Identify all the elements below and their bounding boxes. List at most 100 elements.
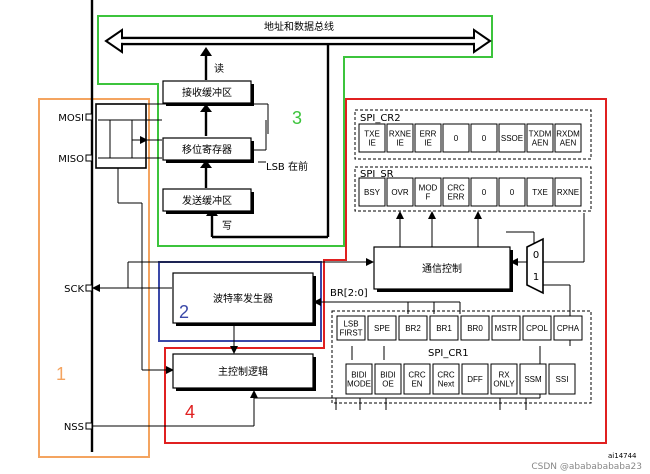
read-label: 读 bbox=[214, 62, 224, 75]
register-bit-label: MOD bbox=[419, 184, 438, 193]
shift-register-box bbox=[162, 137, 252, 161]
register-bit-cell bbox=[432, 363, 460, 395]
register-bit-label: TXE bbox=[364, 130, 380, 139]
register-bit-label: 0 bbox=[454, 134, 459, 143]
register-bit-cell bbox=[526, 123, 554, 153]
shift-to-rx-arrow bbox=[200, 104, 212, 112]
register-bit-label: ERR bbox=[420, 130, 437, 139]
register-bit-cell bbox=[403, 363, 431, 395]
register-bit-cell bbox=[470, 177, 498, 207]
baud-rate-generator-label: 波特率发生器 bbox=[213, 292, 273, 305]
comm-control-box bbox=[373, 246, 511, 290]
register-bit-label: SPE bbox=[374, 324, 390, 333]
region-4-outline bbox=[164, 98, 607, 444]
nss-label: NSS bbox=[64, 422, 84, 433]
register-bit-label: DFF bbox=[467, 375, 483, 384]
register-bit-cell bbox=[554, 123, 582, 153]
register-bit-label: CRC bbox=[447, 184, 465, 193]
register-bit-cell bbox=[374, 363, 402, 395]
spi-cr2-title: SPI_CR2 bbox=[360, 113, 401, 124]
mosi-label: MOSI bbox=[58, 113, 84, 124]
register-bit-cell bbox=[498, 177, 526, 207]
register-bit-label: F bbox=[426, 193, 431, 202]
register-bit-label: BSY bbox=[364, 188, 381, 197]
register-bit-label: BIDI bbox=[351, 371, 367, 380]
register-bit-label: IE bbox=[368, 139, 376, 148]
register-bit-label: FIRST bbox=[339, 329, 362, 338]
address-data-bus bbox=[104, 28, 492, 54]
rx-buffer-label: 接收缓冲区 bbox=[182, 86, 232, 99]
spi-cr1-group bbox=[331, 310, 592, 404]
tx-buffer-label: 发送缓冲区 bbox=[182, 194, 232, 207]
register-bit-cell bbox=[526, 177, 554, 207]
mux bbox=[526, 237, 544, 295]
spi-sr-group bbox=[354, 166, 592, 212]
register-bit-cell bbox=[553, 315, 583, 341]
register-bit-label: SSOE bbox=[501, 134, 523, 143]
region-3-number: 3 bbox=[292, 108, 302, 128]
register-bit-cell bbox=[386, 123, 414, 153]
register-bit-cell bbox=[358, 123, 386, 153]
register-bit-cell bbox=[548, 363, 576, 395]
bus-label: 地址和数据总线 bbox=[264, 20, 334, 33]
io-switch-block bbox=[95, 103, 147, 169]
write-label: 写 bbox=[222, 220, 232, 232]
baud-rate-generator-box bbox=[172, 272, 314, 324]
register-bit-label: LSB bbox=[343, 320, 358, 329]
register-bit-cell bbox=[554, 177, 582, 207]
register-bit-cell bbox=[461, 363, 489, 395]
region-1-outline bbox=[38, 98, 150, 458]
rx-buffer-box bbox=[162, 80, 252, 104]
sck-label: SCK bbox=[64, 284, 84, 295]
register-bit-cell bbox=[442, 177, 470, 207]
register-bit-label: 0 bbox=[482, 188, 487, 197]
watermark: CSDN @abababababa23 bbox=[531, 462, 642, 472]
register-bit-label: CPOL bbox=[526, 324, 548, 333]
register-bit-label: MSTR bbox=[495, 324, 518, 333]
register-bit-label: CRC bbox=[437, 371, 455, 380]
register-bit-label: SSM bbox=[524, 375, 542, 384]
sck-pin bbox=[85, 284, 93, 292]
register-bit-cell bbox=[414, 177, 442, 207]
register-bit-label: ONLY bbox=[493, 380, 515, 389]
tx-to-shift-arrow bbox=[200, 160, 212, 168]
register-bit-cell bbox=[358, 177, 386, 207]
register-bit-label: TXDM bbox=[529, 130, 552, 139]
master-control-logic-label: 主控制逻辑 bbox=[218, 365, 268, 378]
mux-1-label: 1 bbox=[533, 272, 539, 283]
mosi-pin bbox=[85, 113, 93, 121]
register-bit-cell bbox=[491, 315, 521, 341]
register-bit-label: CRC bbox=[408, 371, 426, 380]
nss-pin bbox=[85, 422, 93, 430]
comm-control-label: 通信控制 bbox=[422, 262, 462, 275]
tx-buffer-box bbox=[162, 188, 252, 212]
read-arrow bbox=[200, 47, 212, 56]
spi-sr-title: SPI_SR bbox=[360, 169, 394, 180]
register-bit-label: MODE bbox=[347, 380, 371, 389]
register-bit-label: TXE bbox=[532, 188, 548, 197]
register-bit-label: ERR bbox=[448, 193, 465, 202]
shift-register-label: 移位寄存器 bbox=[182, 143, 232, 156]
register-bit-cell bbox=[429, 315, 459, 341]
br-label: BR[2:0] bbox=[330, 288, 368, 299]
spi-cr2-group bbox=[354, 109, 592, 160]
register-bit-cell bbox=[398, 315, 428, 341]
register-bit-cell bbox=[336, 315, 366, 341]
register-bit-cell bbox=[345, 363, 373, 395]
register-bit-label: BR2 bbox=[405, 324, 421, 333]
register-bit-label: RXDM bbox=[556, 130, 580, 139]
register-bit-label: 0 bbox=[482, 134, 487, 143]
register-bit-cell bbox=[498, 123, 526, 153]
figure-id: ai14744 bbox=[608, 452, 637, 460]
region-3-outline bbox=[97, 15, 493, 247]
register-bit-label: OVR bbox=[391, 188, 409, 197]
register-bit-label: IE bbox=[424, 139, 432, 148]
master-control-logic-box bbox=[172, 353, 314, 389]
lsb-first-note: LSB 在前 bbox=[266, 160, 308, 173]
register-bit-cell bbox=[522, 315, 552, 341]
region-4-number: 4 bbox=[185, 402, 195, 422]
register-bit-cell bbox=[386, 177, 414, 207]
register-bit-label: SSI bbox=[556, 375, 569, 384]
